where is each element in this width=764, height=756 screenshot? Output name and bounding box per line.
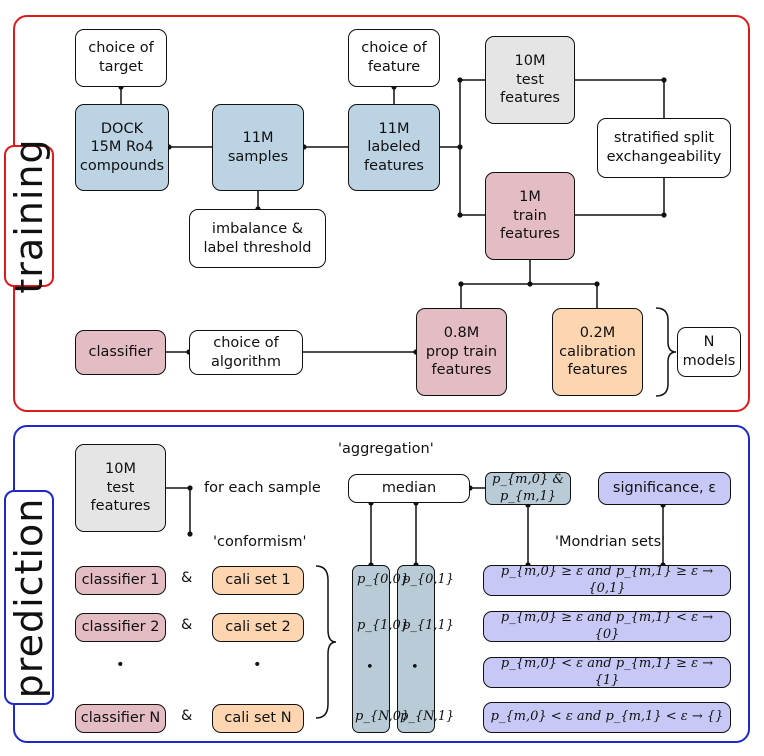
ampersand-2: &	[181, 617, 193, 633]
mondrian-rule-both: p_{m,0} ≥ ε and p_{m,1} ≥ ε → {0,1}	[483, 564, 731, 596]
prop-train-features-box: 0.8M prop train features	[416, 308, 507, 396]
mondrian-rule-empty: p_{m,0} < ε and p_{m,1} < ε → {}	[483, 702, 731, 733]
training-label: training	[4, 138, 54, 294]
test-features-box: 10M test features	[485, 36, 575, 124]
ampersand-n: &	[181, 708, 193, 724]
p-value-0-0: p_{0,0}	[357, 572, 410, 587]
imbalance-threshold-box: imbalance & label threshold	[189, 209, 326, 268]
dock-compounds-box: DOCK 15M Ro4 compounds	[75, 104, 169, 191]
p-value-n-0: p_{N,0}	[355, 709, 410, 724]
calibration-features-box: 0.2M calibration features	[552, 308, 643, 396]
p-value-1-1: p_{1,1}	[402, 618, 455, 633]
p-value-n-1: p_{N,1}	[400, 709, 455, 724]
classifier-1-box: classifier 1	[75, 566, 166, 595]
p-value-column-1	[397, 565, 435, 733]
labeled-features-box: 11M labeled features	[348, 104, 440, 191]
cali-set-1-box: cali set 1	[212, 566, 304, 595]
mondrian-rule-one: p_{m,0} < ε and p_{m,1} ≥ ε → {1}	[483, 656, 731, 688]
conformism-label: 'conformism'	[213, 534, 307, 550]
significance-box: significance, ε	[598, 472, 731, 505]
choice-of-feature-box: choice of feature	[348, 29, 440, 87]
classifier-n-box: classifier N	[75, 704, 166, 733]
samples-box: 11M samples	[212, 104, 304, 191]
cali-set-2-box: cali set 2	[212, 613, 304, 642]
p-value-column-0	[352, 565, 390, 733]
choice-of-algorithm-box: choice of algorithm	[189, 330, 303, 375]
classifier-2-box: classifier 2	[75, 613, 166, 642]
choice-of-target-box: choice of target	[75, 29, 167, 87]
ampersand-1: &	[181, 570, 193, 586]
p-values-pair-box: p_{m,0} & p_{m,1}	[485, 472, 571, 505]
p-value-1-0: p_{1,0}	[357, 618, 410, 633]
aggregation-label: 'aggregation'	[338, 441, 434, 457]
cali-set-ellipsis-dot: •	[253, 657, 262, 673]
cali-set-n-box: cali set N	[212, 704, 304, 733]
p-value-col1-dot: •	[411, 660, 419, 675]
mondrian-sets-label: 'Mondrian sets'	[555, 534, 666, 550]
p-value-col0-dot: •	[366, 660, 374, 675]
n-models-box: N models	[677, 327, 741, 377]
classifier-ellipsis-dot: •	[116, 657, 125, 673]
mondrian-rule-zero: p_{m,0} ≥ ε and p_{m,1} < ε → {0}	[483, 610, 731, 642]
train-features-box: 1M train features	[485, 172, 575, 260]
prediction-test-features-box: 10M test features	[75, 444, 166, 532]
for-each-sample-label: for each sample	[204, 480, 321, 496]
prediction-label: prediction	[4, 490, 54, 705]
median-box: median	[348, 474, 470, 503]
p-value-0-1: p_{0,1}	[402, 572, 455, 587]
classifier-box: classifier	[75, 330, 166, 375]
stratified-split-box: stratified split exchangeability	[597, 118, 731, 178]
